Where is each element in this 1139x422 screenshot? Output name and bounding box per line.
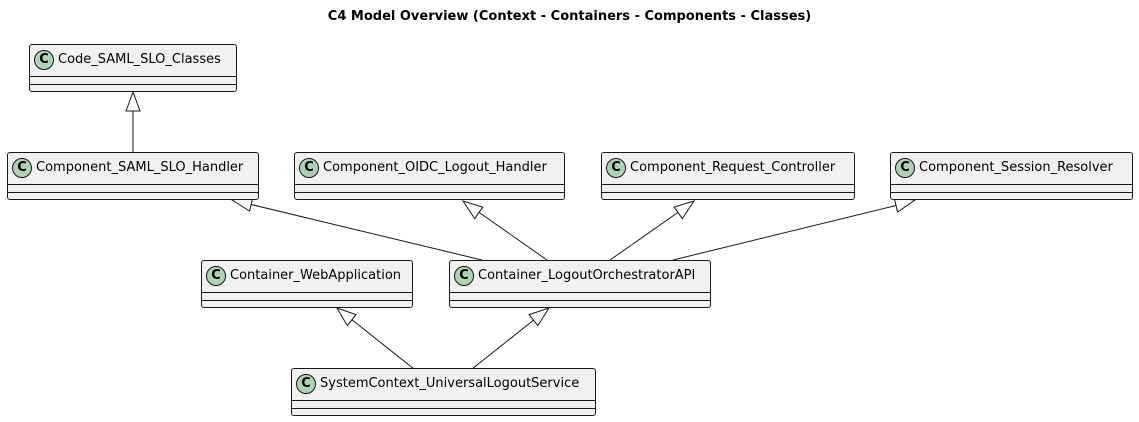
relation-comp-saml-to-code-saml — [125, 90, 141, 153]
methods-separator — [292, 408, 595, 409]
methods-separator — [8, 192, 258, 193]
class-header: C Component_Request_Controller — [602, 153, 854, 184]
class-header: C Container_WebApplication — [202, 261, 412, 292]
attributes-separator — [292, 400, 595, 401]
class-header: C SystemContext_UniversalLogoutService — [292, 369, 595, 400]
class-c-icon: C — [296, 374, 316, 394]
class-header: C Container_LogoutOrchestratorAPI — [450, 261, 710, 292]
attributes-separator — [602, 184, 854, 185]
relation-sys-ctx-to-cont-web — [335, 307, 415, 370]
class-header: C Component_SAML_SLO_Handler — [8, 153, 258, 184]
relation-cont-api-to-comp-oidc — [461, 200, 548, 261]
class-c-icon: C — [12, 158, 32, 178]
relation-cont-api-to-comp-sess — [672, 197, 917, 261]
class-c-icon: C — [299, 158, 319, 178]
class-name: Container_LogoutOrchestratorAPI — [478, 268, 696, 283]
class-name: Component_OIDC_Logout_Handler — [323, 160, 547, 175]
class-name: Code_SAML_SLO_Classes — [58, 52, 221, 67]
class-c-icon: C — [606, 158, 626, 178]
methods-separator — [891, 192, 1132, 193]
class-c-icon: C — [895, 158, 915, 178]
class-component-oidc-logout-handler[interactable]: C Component_OIDC_Logout_Handler — [294, 152, 565, 200]
attributes-separator — [202, 292, 412, 293]
class-container-webapplication[interactable]: C Container_WebApplication — [201, 260, 413, 308]
class-name: SystemContext_UniversalLogoutService — [320, 376, 580, 391]
methods-separator — [295, 192, 564, 193]
attributes-separator — [891, 184, 1132, 185]
class-systemcontext-universallogoutservice[interactable]: C SystemContext_UniversalLogoutService — [291, 368, 596, 416]
class-c-icon: C — [454, 266, 474, 286]
attributes-separator — [450, 292, 710, 293]
class-header: C Code_SAML_SLO_Classes — [30, 45, 236, 76]
attributes-separator — [30, 76, 236, 77]
class-name: Container_WebApplication — [230, 268, 402, 283]
relation-sys-ctx-to-cont-api — [471, 307, 551, 370]
relation-cont-api-to-comp-saml — [230, 196, 483, 261]
class-header: C Component_OIDC_Logout_Handler — [295, 153, 564, 184]
class-component-session-resolver[interactable]: C Component_Session_Resolver — [890, 152, 1133, 200]
relation-cont-api-to-comp-req — [609, 200, 696, 261]
class-header: C Component_Session_Resolver — [891, 153, 1132, 184]
class-name: Component_Request_Controller — [630, 160, 836, 175]
class-name: Component_SAML_SLO_Handler — [36, 160, 244, 175]
class-component-request-controller[interactable]: C Component_Request_Controller — [601, 152, 855, 200]
methods-separator — [602, 192, 854, 193]
class-component-saml-slo-handler[interactable]: C Component_SAML_SLO_Handler — [7, 152, 259, 200]
class-c-icon: C — [206, 266, 226, 286]
class-name: Component_Session_Resolver — [919, 160, 1113, 175]
diagram-title: C4 Model Overview (Context - Containers … — [327, 9, 812, 24]
class-container-logoutorchestratorapi[interactable]: C Container_LogoutOrchestratorAPI — [449, 260, 711, 308]
methods-separator — [30, 84, 236, 85]
methods-separator — [202, 300, 412, 301]
methods-separator — [450, 300, 710, 301]
attributes-separator — [8, 184, 258, 185]
class-code-saml-slo-classes[interactable]: C Code_SAML_SLO_Classes — [29, 44, 237, 92]
attributes-separator — [295, 184, 564, 185]
class-c-icon: C — [34, 50, 54, 70]
